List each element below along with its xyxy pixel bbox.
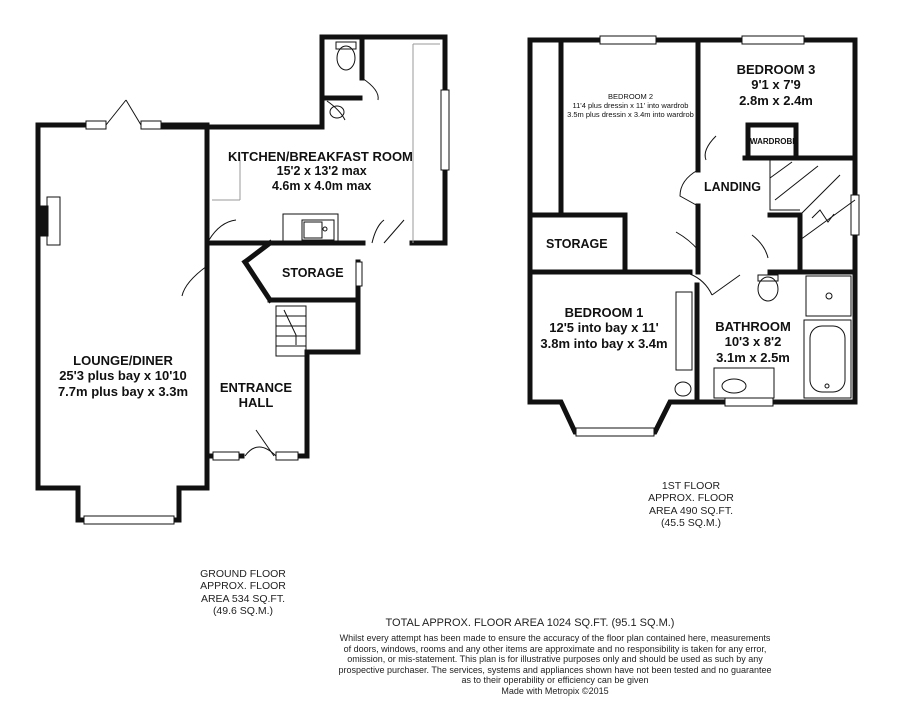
- first-area-line4: (45.5 SQ.M.): [660, 517, 722, 530]
- entrance-line1: ENTRANCE: [219, 380, 293, 395]
- ground-area-line2: APPROX. FLOOR: [200, 580, 286, 593]
- first-storage-label: STORAGE: [546, 237, 608, 251]
- lounge-dim-metric: 7.7m plus bay x 3.3m: [57, 383, 189, 399]
- kitchen-dimensions: 15'2 x 13'2 max 4.6m x 4.0m max: [272, 164, 371, 194]
- entrance-line2: HALL: [238, 395, 274, 411]
- bedroom2-name: BEDROOM 2: [607, 92, 653, 101]
- lounge-name: LOUNGE/DINER: [73, 353, 173, 368]
- bedroom2-dim-imperial: 11'4 plus dressin x 11' into wardrob: [572, 100, 689, 110]
- disclaimer-line-2: of doors, windows, rooms and any other i…: [343, 643, 767, 654]
- kitchen-dim-imperial: 15'2 x 13'2 max: [276, 164, 367, 178]
- first-floor-fixtures: [575, 35, 860, 437]
- landing-label: LANDING: [704, 180, 761, 194]
- bedroom1-label: BEDROOM 1 12'5 into bay x 11' 3.8m into …: [534, 305, 674, 351]
- kitchen-dim-metric: 4.6m x 4.0m max: [272, 178, 372, 193]
- ground-floor-area: GROUND FLOOR APPROX. FLOOR AREA 534 SQ.F…: [188, 568, 298, 618]
- bedroom2-dim-metric: 3.5m plus dressin x 3.4m into wardrob: [567, 109, 694, 119]
- bedroom2-label: BEDROOM 2 11'4 plus dressin x 11' into w…: [563, 92, 698, 120]
- disclaimer: Whilst every attempt has been made to en…: [305, 633, 805, 697]
- first-floor-area: 1ST FLOOR APPROX. FLOOR AREA 490 SQ.FT. …: [636, 480, 746, 530]
- ground-area-line1: GROUND FLOOR: [200, 568, 286, 580]
- ground-area-line3: AREA 534 SQ.FT.: [200, 592, 286, 605]
- bedroom3-dim-metric: 2.8m x 2.4m: [739, 92, 813, 108]
- ground-floor-walls: [35, 34, 448, 523]
- ground-storage-label: STORAGE: [282, 266, 344, 280]
- bedroom3-name: BEDROOM 3: [736, 62, 816, 77]
- entrance-hall-label: ENTRANCE HALL: [216, 380, 296, 411]
- lounge-dim-imperial: 25'3 plus bay x 10'10: [59, 368, 187, 384]
- disclaimer-line-1: Whilst every attempt has been made to en…: [339, 633, 771, 643]
- bedroom1-dim-imperial: 12'5 into bay x 11': [549, 320, 659, 336]
- first-area-line1: 1ST FLOOR: [661, 480, 721, 492]
- bedroom3-label: BEDROOM 3 9'1 x 7'9 2.8m x 2.4m: [726, 62, 826, 108]
- first-floor-walls: [527, 37, 858, 435]
- disclaimer-line-3: omission, or mis-statement. This plan is…: [347, 654, 763, 665]
- bathroom-dim-metric: 3.1m x 2.5m: [716, 349, 790, 365]
- ground-area-line4: (49.6 SQ.M.): [212, 605, 274, 618]
- bedroom1-name: BEDROOM 1: [564, 305, 644, 320]
- ground-floor-fixtures: [39, 41, 450, 525]
- disclaimer-line-4: prospective purchaser. The services, sys…: [338, 664, 772, 675]
- first-area-line2: APPROX. FLOOR: [648, 492, 734, 505]
- wardrobe-label: WARDROBE: [750, 137, 798, 146]
- first-area-line3: AREA 490 SQ.FT.: [648, 504, 734, 517]
- kitchen-name: KITCHEN/BREAKFAST ROOM: [228, 149, 413, 164]
- bathroom-name: BATHROOM: [715, 319, 791, 334]
- bedroom3-dim-imperial: 9'1 x 7'9: [751, 77, 801, 93]
- kitchen-label: KITCHEN/BREAKFAST ROOM: [228, 149, 413, 164]
- lounge-label: LOUNGE/DINER 25'3 plus bay x 10'10 7.7m …: [52, 353, 194, 399]
- bedroom1-dim-metric: 3.8m into bay x 3.4m: [540, 335, 668, 351]
- bathroom-dim-imperial: 10'3 x 8'2: [724, 334, 782, 350]
- disclaimer-line-5: as to their operability or efficiency ca…: [461, 675, 649, 686]
- metropix-credit: Made with Metropix ©2015: [501, 686, 609, 697]
- bathroom-label: BATHROOM 10'3 x 8'2 3.1m x 2.5m: [706, 319, 800, 365]
- total-floor-area: TOTAL APPROX. FLOOR AREA 1024 SQ.FT. (95…: [385, 617, 675, 629]
